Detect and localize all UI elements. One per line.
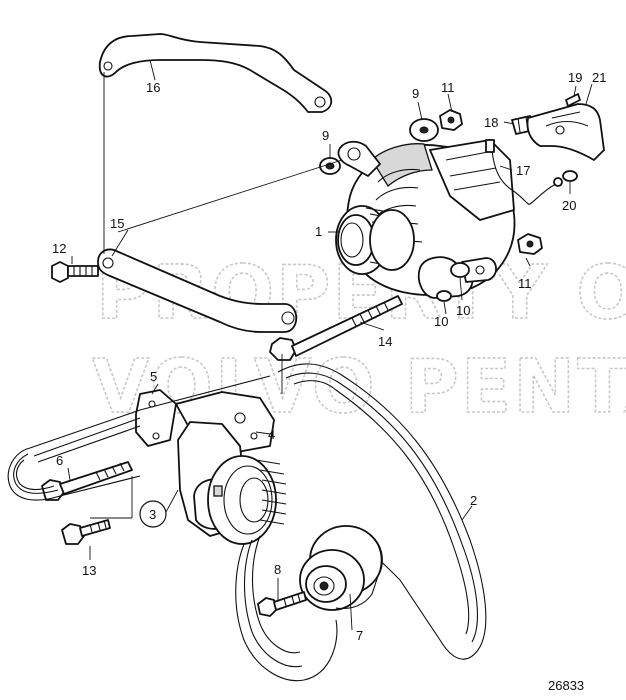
part-20-nut [562,170,578,182]
callout-11b: 11 [518,276,532,291]
part-2-belt [7,363,487,682]
callout-2: 2 [470,493,477,508]
part-13-bolt [61,519,111,545]
part-8-bolt [257,591,307,617]
callout-4: 4 [268,427,275,442]
part-10-washers [436,262,470,302]
callout-15: 15 [110,216,124,231]
callout-9b: 9 [412,86,419,101]
callout-16: 16 [146,80,160,95]
figure-id: 26833 [548,678,584,693]
part-14-long-bolt [269,295,403,361]
callout-7: 7 [356,628,363,643]
callout-10a: 10 [434,314,448,329]
callout-1: 1 [315,224,322,239]
part-16-upper-bracket [98,33,333,113]
callout-9a: 9 [322,128,329,143]
callout-numbers: 1 2 3 4 5 6 7 8 9 9 10 10 11 11 12 13 14… [52,70,606,693]
callout-19: 19 [568,70,582,85]
part-3-tensioner [177,421,287,545]
part-11-nuts [439,109,543,255]
part-17-cable [485,139,563,205]
part-1-alternator [335,139,516,299]
part-21-cover [526,103,605,161]
leader-lines [67,59,593,631]
callout-11a: 11 [441,80,455,95]
callout-5: 5 [150,369,157,384]
callout-8: 8 [274,562,281,577]
part-12-bolt [51,261,99,283]
callout-6: 6 [56,453,63,468]
part-5-bracket [135,389,177,447]
callout-3: 3 [149,507,156,522]
callout-12: 12 [52,241,66,256]
part-6-long-bolt [41,461,133,501]
part-7-idler-pulley [299,525,383,611]
callout-13: 13 [82,563,96,578]
part-15-lower-strap [97,248,298,333]
callout-21: 21 [592,70,606,85]
callout-18: 18 [484,115,498,130]
callout-10b: 10 [456,303,470,318]
callout-20: 20 [562,198,576,213]
callout-17: 17 [516,163,530,178]
callout-14: 14 [378,334,392,349]
callout-3-circle [139,500,167,528]
